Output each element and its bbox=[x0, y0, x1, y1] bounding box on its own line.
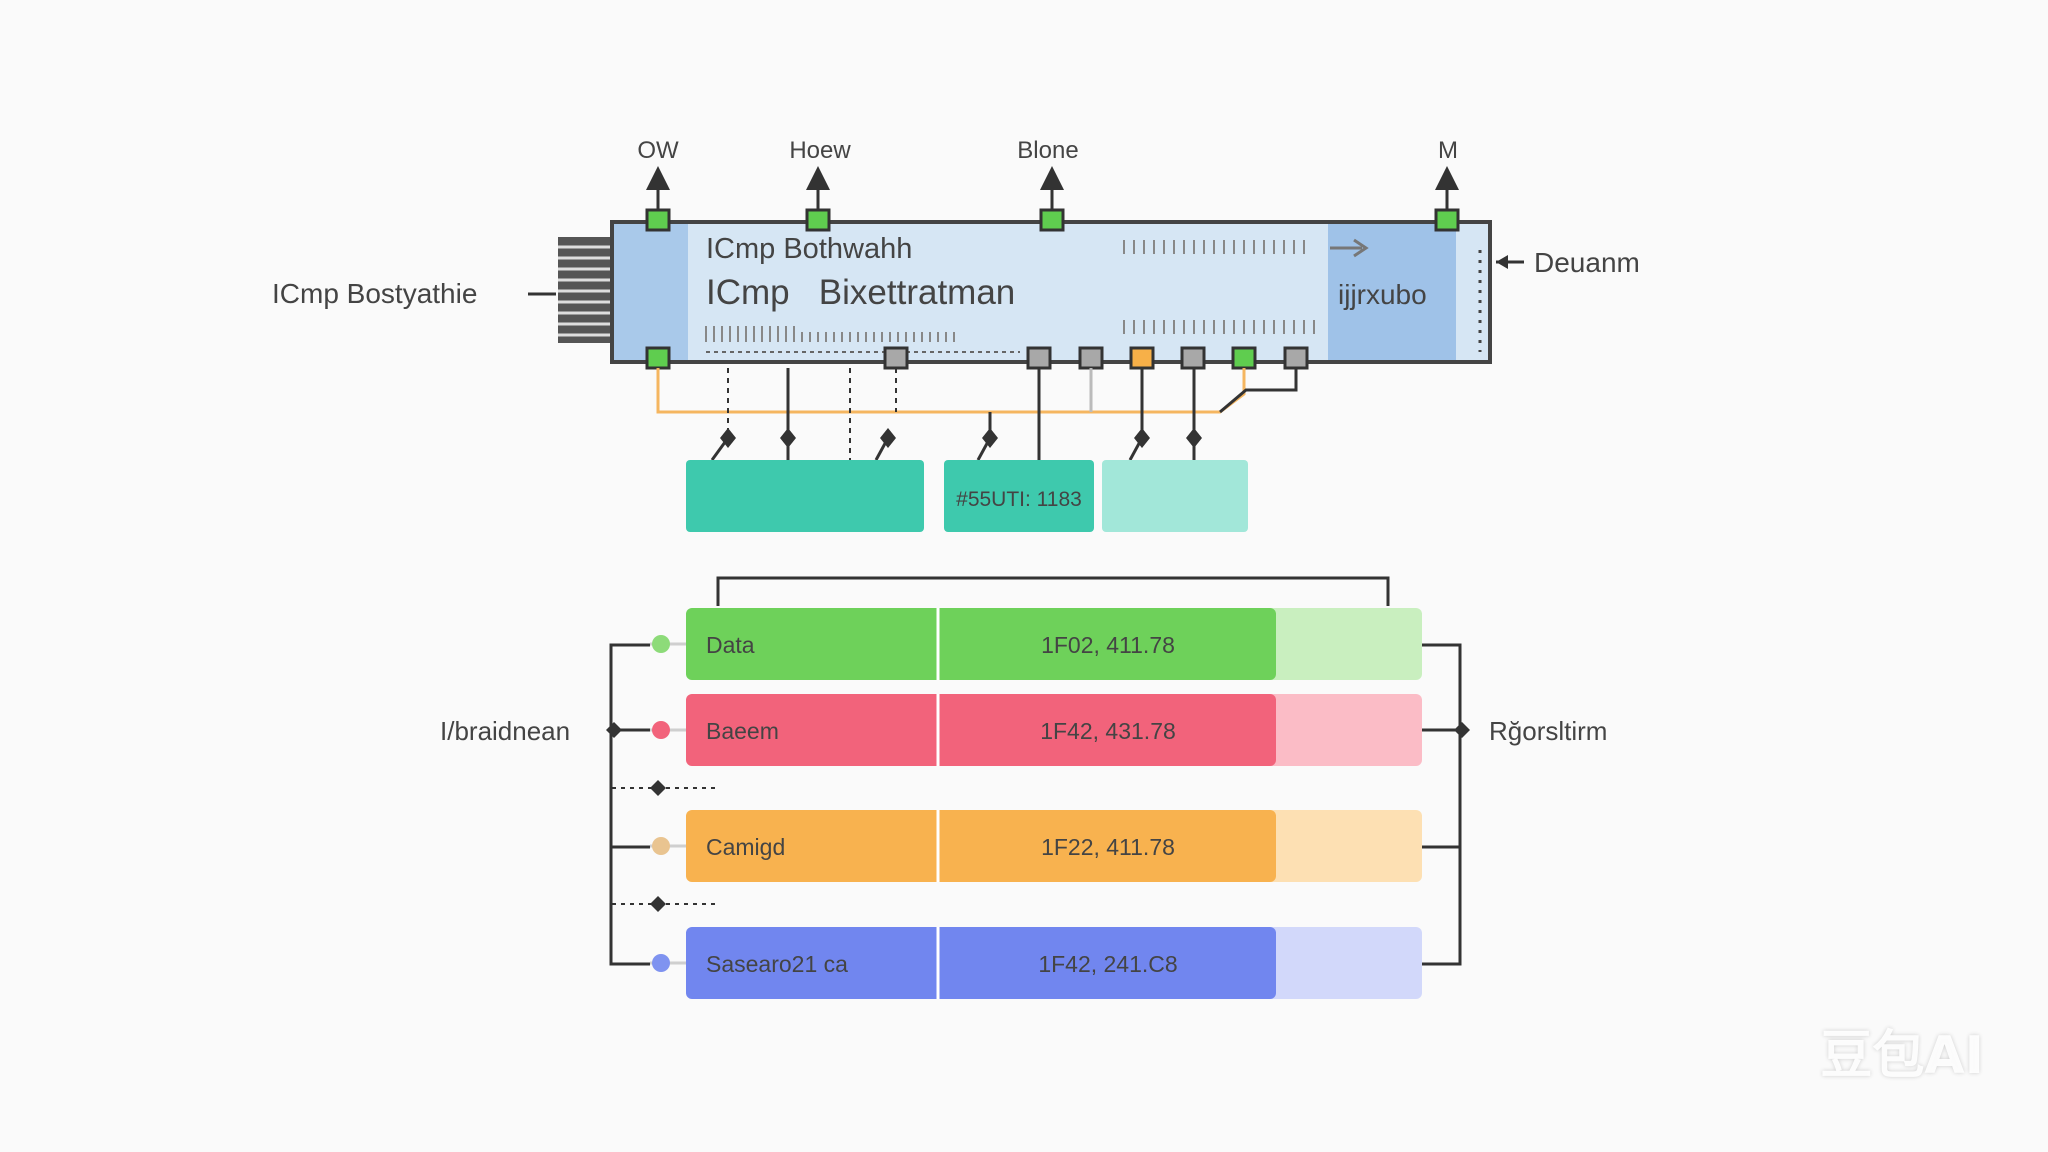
top-pin-label-blone: Blone bbox=[1017, 137, 1078, 164]
top-pin-label-ow: OW bbox=[637, 137, 679, 164]
row-dot-icon bbox=[652, 837, 670, 855]
pin-pad-hoew bbox=[805, 208, 831, 232]
row-tail-cell bbox=[1260, 608, 1422, 680]
pin-pad-blone bbox=[1039, 208, 1065, 232]
top-pin-label-m: M bbox=[1438, 137, 1458, 164]
module-right-label: Deuanm bbox=[1534, 247, 1640, 278]
top-pin-pads bbox=[645, 208, 1460, 232]
table-left-label: I/braidnean bbox=[440, 716, 570, 746]
connector-comb-icon bbox=[558, 237, 610, 343]
table-diamonds bbox=[606, 722, 1470, 912]
row-tail-cell bbox=[1260, 927, 1422, 999]
module-left-label: ICmp Bostyathie bbox=[272, 278, 477, 309]
row-value: 1F02, 411.78 bbox=[1041, 632, 1175, 658]
row-main-cell bbox=[686, 810, 1276, 882]
module-title-line1: ICmp Bothwahh bbox=[706, 233, 912, 265]
junction-diamonds bbox=[720, 428, 1202, 448]
table-row: Camigd 1F22, 411.78 bbox=[650, 810, 1422, 882]
pin-pad-ow bbox=[645, 208, 671, 232]
row-dot-icon bbox=[652, 635, 670, 653]
row-value: 1F22, 411.78 bbox=[1041, 834, 1175, 860]
row-tail-cell bbox=[1260, 694, 1422, 766]
row-value: 1F42, 431.78 bbox=[1040, 718, 1176, 744]
teal-box-1 bbox=[686, 460, 924, 532]
table-right-label: Rğorsltirm bbox=[1489, 716, 1607, 746]
module-inner-label: ijjrxubo bbox=[1338, 279, 1427, 310]
tick-strip bbox=[705, 240, 1315, 342]
row-name: Baeem bbox=[706, 718, 779, 744]
teal-box-2-label: #55UTI: 1183 bbox=[956, 488, 1082, 511]
table-frame bbox=[609, 643, 1462, 966]
row-dot-icon bbox=[652, 721, 670, 739]
row-name: Data bbox=[706, 632, 755, 658]
row-tail-cell bbox=[1260, 810, 1422, 882]
top-pin-label-hoew: Hoew bbox=[789, 137, 851, 164]
top-pins bbox=[646, 166, 1459, 214]
teal-box-2 bbox=[944, 460, 1094, 532]
table-row: Sasearo21 ca 1F42, 241.C8 bbox=[650, 927, 1422, 999]
pin-pad-m bbox=[1434, 208, 1460, 232]
watermark: 豆包AI bbox=[1820, 1026, 1984, 1086]
row-value: 1F42, 241.C8 bbox=[1038, 951, 1177, 977]
row-main-cell bbox=[686, 608, 1276, 680]
table-row: Baeem 1F42, 431.78 bbox=[650, 694, 1422, 766]
teal-box-3 bbox=[1102, 460, 1248, 532]
module-title-line2: ICmp Bixettratman bbox=[706, 273, 1015, 312]
middle-boxes: #55UTI: 1183 bbox=[686, 460, 1248, 532]
table-row: Data 1F02, 411.78 bbox=[650, 608, 1422, 680]
row-main-cell bbox=[686, 927, 1276, 999]
row-name: Camigd bbox=[706, 834, 785, 860]
row-main-cell bbox=[686, 694, 1276, 766]
row-dot-icon bbox=[652, 954, 670, 972]
bus-wires bbox=[656, 368, 1298, 461]
row-name: Sasearo21 ca bbox=[706, 951, 848, 977]
module-block: ICmp Bothwahh ICmp Bixettratman ijjrxubo bbox=[558, 220, 1492, 364]
